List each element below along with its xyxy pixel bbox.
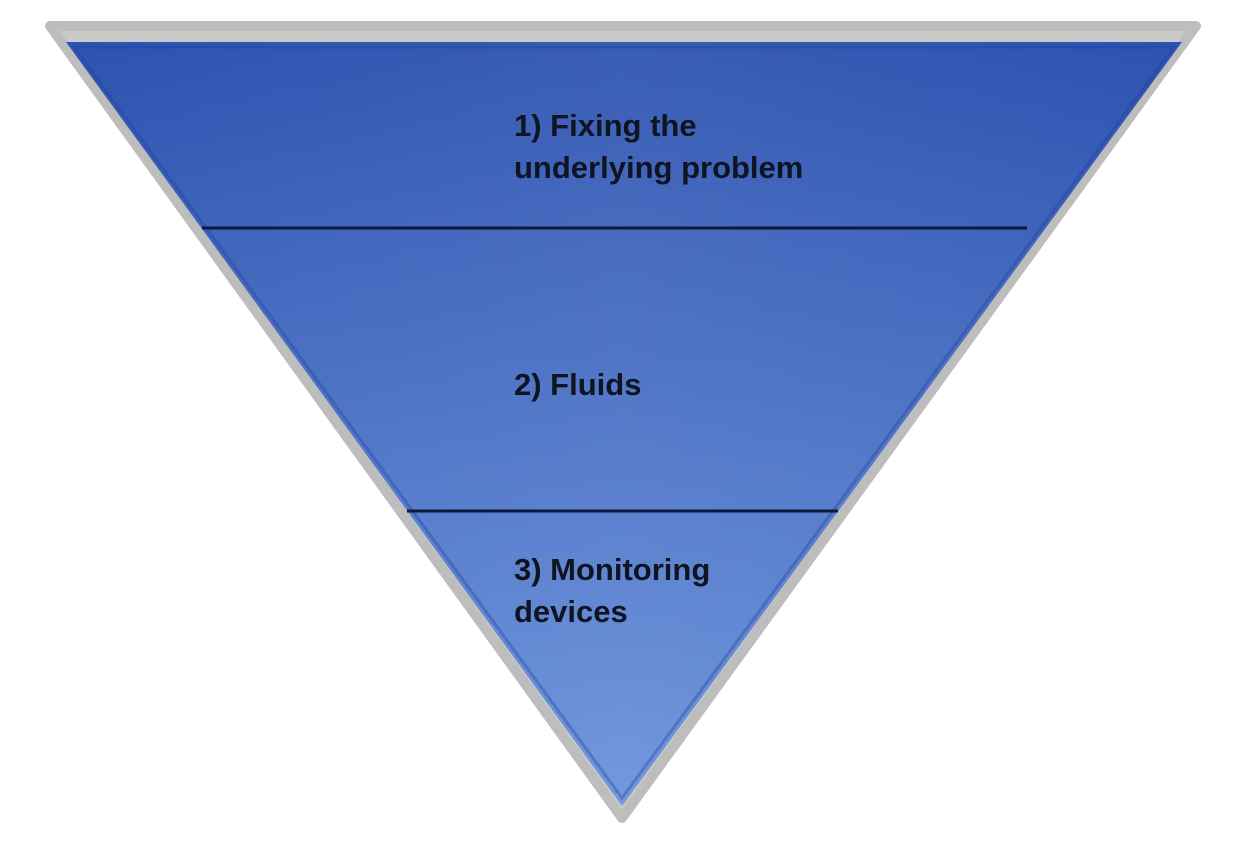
tier-2-label: 2) Fluids <box>514 367 641 402</box>
pyramid-sheen <box>66 42 1182 806</box>
tier-2-line-1: 2) Fluids <box>514 367 641 402</box>
tier-3-line-1: 3) Monitoring <box>514 552 710 587</box>
tier-1-line-2: underlying problem <box>514 150 803 185</box>
tier-3-line-2: devices <box>514 594 628 629</box>
tier-3-label: 3) Monitoring devices <box>514 552 719 629</box>
tier-1-label: 1) Fixing the underlying problem <box>514 108 803 185</box>
pyramid-bevel <box>71 45 1177 801</box>
tier-1-line-1: 1) Fixing the <box>514 108 697 143</box>
